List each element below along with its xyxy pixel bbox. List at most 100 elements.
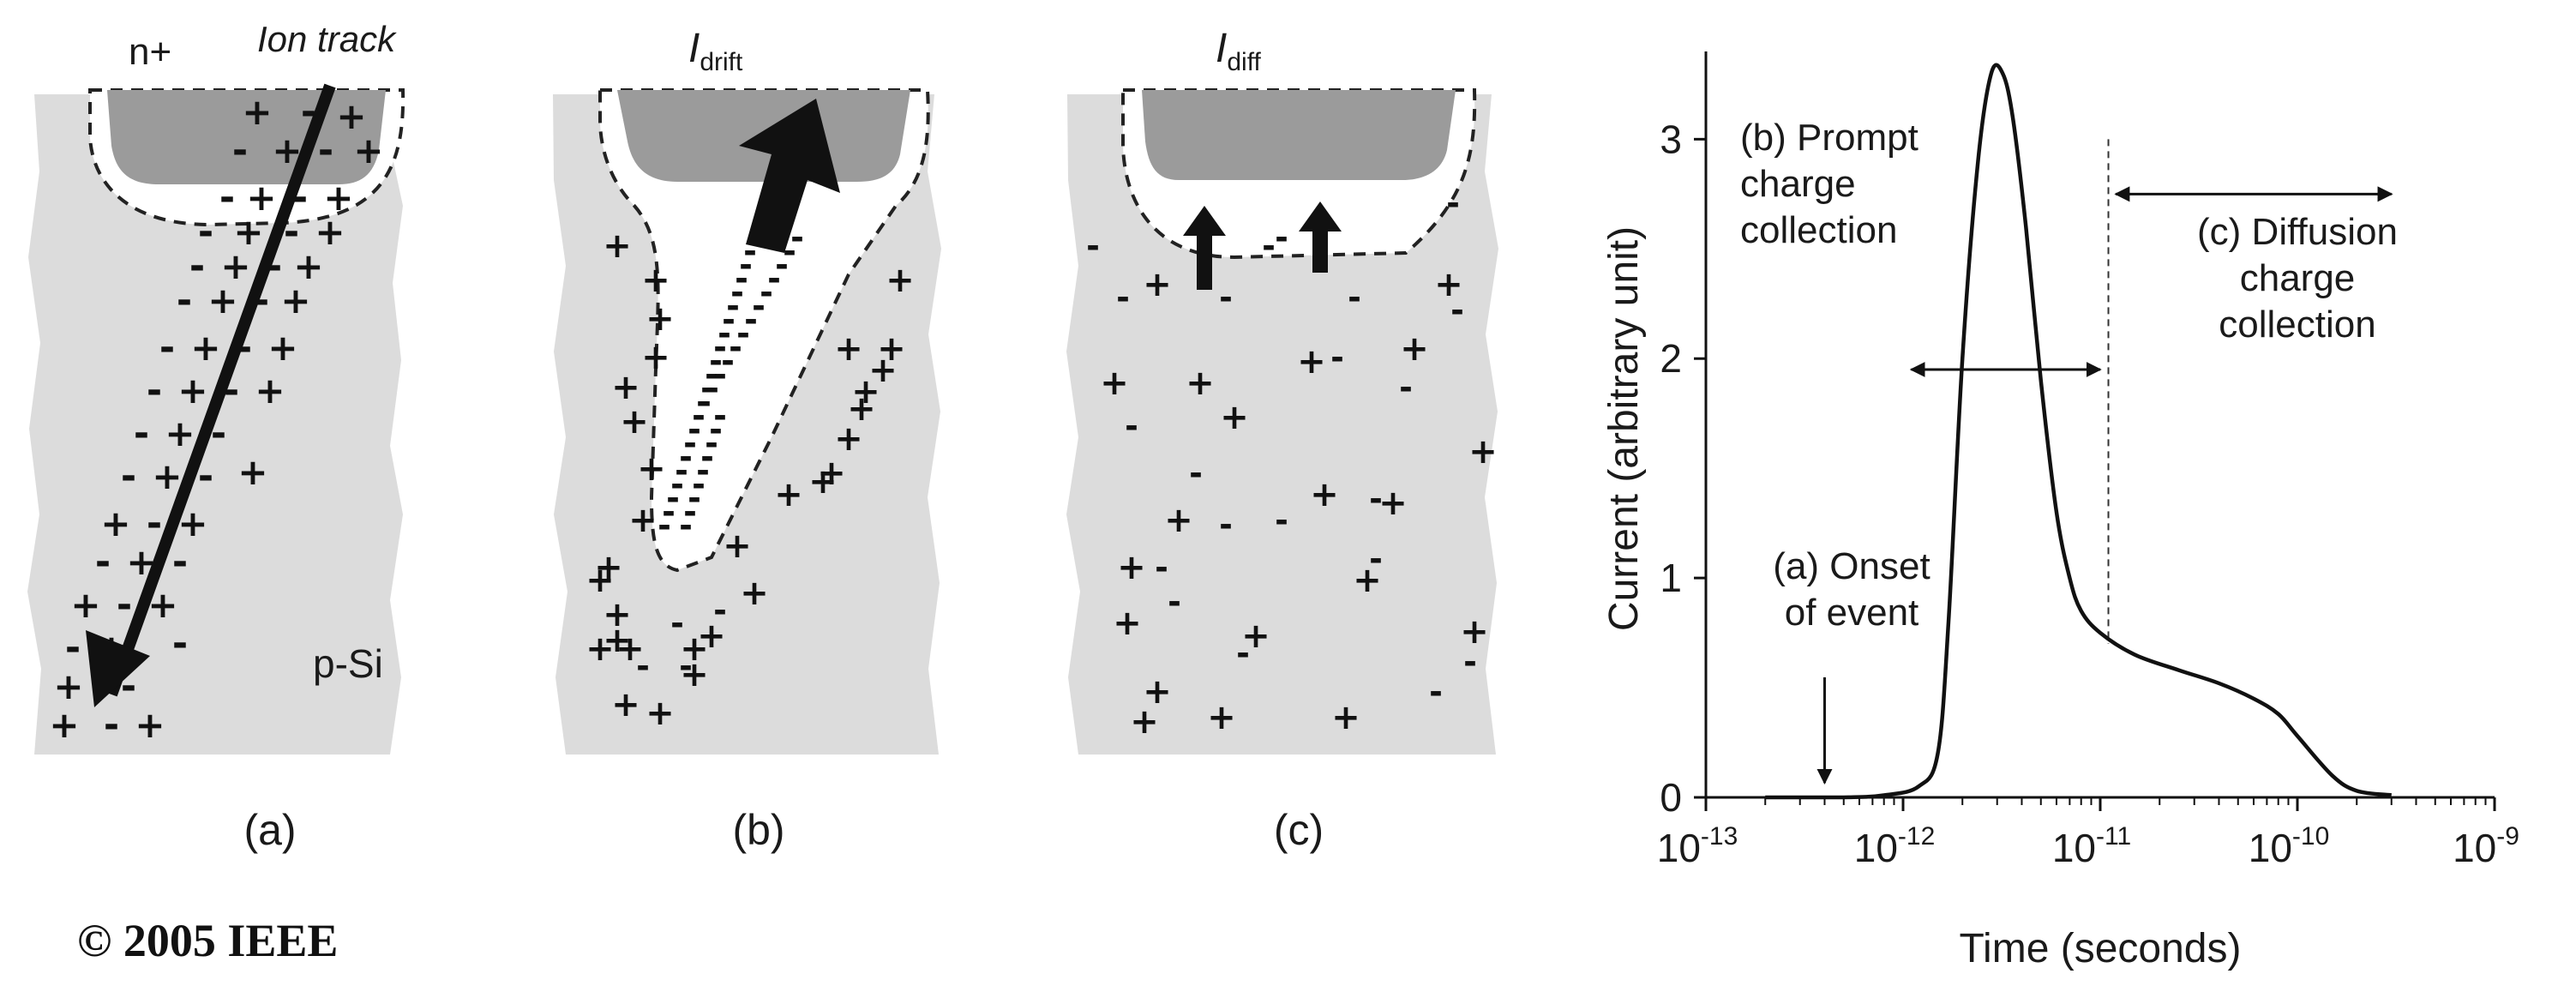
hole-symbol: + bbox=[220, 245, 250, 287]
hole-symbol: + bbox=[165, 412, 195, 454]
electron-symbol: - bbox=[696, 383, 710, 421]
prompt-annotation-text: collection bbox=[1740, 209, 1897, 251]
panel-b-caption: (b) bbox=[732, 806, 784, 854]
diffusion-arrow-left bbox=[1183, 206, 1226, 290]
panel-c-caption: (c) bbox=[1274, 806, 1324, 854]
hole-symbol: + bbox=[847, 389, 876, 429]
electron-symbol: - bbox=[1275, 502, 1288, 539]
prompt-annotation-text: (b) Prompt bbox=[1740, 117, 1918, 159]
hole-symbol: + bbox=[1353, 561, 1382, 600]
hole-symbol: + bbox=[1143, 672, 1172, 712]
electron-symbol: - bbox=[713, 356, 727, 394]
electron-symbol: - bbox=[1116, 279, 1130, 316]
onset-annotation-text: of event bbox=[1785, 592, 1919, 634]
electron-symbol: - bbox=[658, 507, 671, 544]
electron-symbol: - bbox=[721, 342, 735, 380]
panel-c: ++++++++++++++++++++--------------------… bbox=[1066, 26, 1498, 854]
hole-symbol: + bbox=[808, 462, 838, 502]
electron-symbol: - bbox=[1450, 292, 1464, 329]
hole-symbol: + bbox=[1331, 698, 1360, 737]
electron-symbol: - bbox=[683, 424, 697, 462]
hole-symbol: + bbox=[1143, 265, 1172, 304]
x-tick-label: 10-12 bbox=[1854, 822, 1936, 870]
x-tick-label: 10-9 bbox=[2453, 822, 2519, 870]
hole-symbol: + bbox=[641, 261, 670, 300]
x-tick-label: 10-11 bbox=[2052, 822, 2131, 870]
hole-symbol: + bbox=[1100, 364, 1129, 403]
electron-symbol: - bbox=[1429, 673, 1443, 711]
hole-symbol: + bbox=[680, 629, 709, 669]
hole-symbol: + bbox=[323, 177, 353, 219]
electron-symbol: - bbox=[670, 604, 684, 642]
ion-track-arrowhead bbox=[86, 630, 150, 707]
hole-symbol: + bbox=[868, 351, 898, 390]
electron-symbol: - bbox=[726, 287, 740, 325]
hole-symbol: + bbox=[641, 338, 670, 377]
electron-symbol: - bbox=[147, 502, 162, 545]
drift-current-label: Idrift bbox=[688, 26, 743, 76]
diffusion-annotation-text: charge bbox=[2240, 257, 2356, 299]
electron-symbol: - bbox=[666, 479, 680, 517]
diffusion-annotation-text: (c) Diffusion bbox=[2197, 211, 2398, 253]
hole-symbol: + bbox=[774, 475, 803, 514]
panel-c-substrate bbox=[1066, 94, 1498, 755]
hole-symbol: + bbox=[1220, 398, 1249, 437]
hole-symbol: + bbox=[1130, 702, 1159, 742]
electron-symbol: - bbox=[1219, 279, 1233, 316]
panel-c-n-plus-region bbox=[1142, 90, 1456, 180]
electron-symbol: - bbox=[219, 176, 235, 219]
y-tick-label: 0 bbox=[1660, 775, 1682, 820]
p-si-label: p-Si bbox=[313, 641, 383, 686]
hole-symbol: + bbox=[637, 449, 666, 489]
electron-symbol: - bbox=[705, 356, 718, 394]
hole-symbol: + bbox=[1241, 616, 1270, 656]
electron-symbol: - bbox=[95, 540, 111, 584]
hole-symbol: + bbox=[646, 694, 675, 733]
electron-symbol: - bbox=[1275, 219, 1288, 256]
hole-symbol: + bbox=[611, 368, 640, 407]
hole-symbol: + bbox=[1117, 548, 1146, 587]
electron-symbol: - bbox=[172, 622, 188, 665]
hole-symbol: + bbox=[834, 419, 863, 459]
hole-symbol: + bbox=[834, 329, 863, 369]
panel-b-funnel-region bbox=[598, 88, 930, 573]
hole-symbol: + bbox=[1113, 604, 1142, 643]
x-axis-label: Time (seconds) bbox=[1960, 926, 2242, 971]
n-plus-label: n+ bbox=[129, 31, 171, 73]
electron-symbol: - bbox=[744, 301, 758, 339]
electron-symbol: - bbox=[698, 383, 712, 421]
hole-symbol: + bbox=[336, 95, 366, 137]
hole-symbol: + bbox=[628, 501, 658, 540]
electron-symbol: - bbox=[688, 411, 701, 448]
electron-symbol: - bbox=[679, 438, 693, 476]
electron-symbol: - bbox=[1155, 549, 1168, 586]
hole-symbol: + bbox=[603, 226, 632, 266]
hole-symbol: + bbox=[680, 655, 709, 694]
hole-symbol: + bbox=[1400, 329, 1429, 369]
electron-symbol: - bbox=[65, 626, 81, 670]
x-tick-label: 10-10 bbox=[2249, 822, 2330, 870]
electron-symbol: - bbox=[706, 370, 719, 407]
drift-current-arrow bbox=[739, 99, 840, 253]
hole-symbol: + bbox=[1378, 484, 1408, 523]
prompt-annotation-text: charge bbox=[1740, 163, 1856, 205]
hole-symbol: + bbox=[242, 91, 272, 133]
hole-symbol: + bbox=[615, 629, 645, 669]
hole-symbol: + bbox=[877, 329, 906, 369]
hole-symbol: + bbox=[255, 370, 285, 412]
electron-symbol: - bbox=[688, 479, 701, 517]
electron-symbol: - bbox=[709, 342, 723, 380]
hole-symbol: + bbox=[70, 584, 100, 626]
electron-symbol: - bbox=[1369, 540, 1383, 578]
electron-symbol: - bbox=[318, 129, 333, 172]
y-tick-label: 1 bbox=[1660, 556, 1682, 600]
electron-symbol: - bbox=[134, 412, 149, 455]
hole-symbol: + bbox=[1186, 364, 1215, 403]
electron-symbol: - bbox=[705, 424, 718, 462]
electron-symbol: - bbox=[700, 370, 714, 407]
electron-symbol: - bbox=[775, 246, 789, 284]
hole-symbol: + bbox=[207, 280, 237, 322]
electron-symbol: - bbox=[1446, 184, 1460, 222]
